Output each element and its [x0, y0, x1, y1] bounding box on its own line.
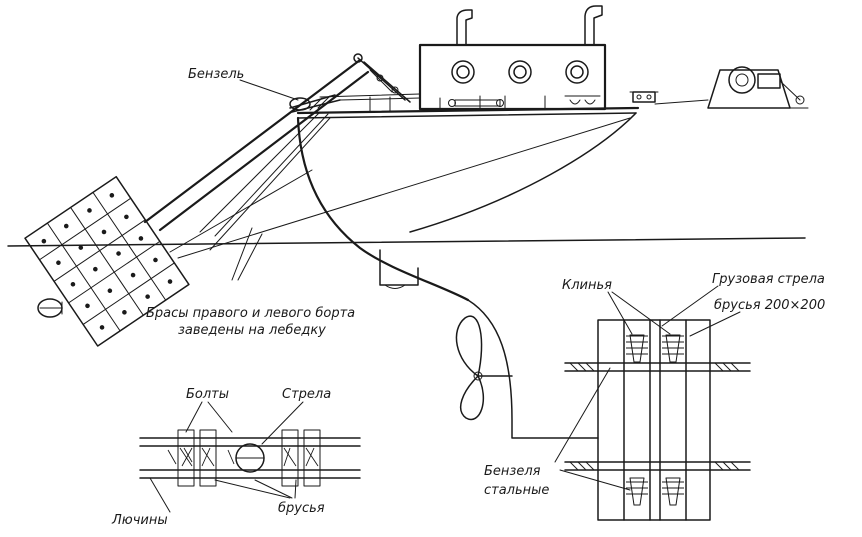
benzel-leader: [239, 79, 299, 101]
label-brusya-small: брусья: [278, 501, 325, 516]
label-cargo-boom: Грузовая стрела: [712, 272, 825, 287]
label-bolts: Болты: [186, 387, 229, 402]
label-braces-line2: заведены на лебедку: [178, 323, 326, 338]
label-benzelya-line2: стальные: [484, 483, 549, 498]
cargo-grate: [24, 175, 190, 347]
deckhouse: [418, 43, 607, 111]
label-benzel: Бензель: [188, 67, 244, 82]
label-boom: Стрела: [282, 387, 331, 402]
waterline: [7, 237, 806, 247]
label-lyuchiny: Лючины: [111, 513, 168, 528]
label-brusya-size: брусья 200×200: [714, 298, 825, 313]
propeller: [455, 315, 513, 421]
boom-clamp-detail: [139, 401, 361, 513]
label-benzelya-line1: Бензеля: [484, 464, 541, 479]
cargo-boom: [143, 53, 421, 237]
funnel-forward: [456, 9, 473, 46]
steel-benzel-detail: [554, 285, 751, 521]
funnel-aft: [584, 5, 603, 46]
label-braces-line1: Брасы правого и левого борта: [146, 306, 355, 321]
label-wedges: Клинья: [562, 278, 612, 293]
deck-fittings: [319, 91, 659, 113]
brace-lines: [169, 117, 631, 281]
winch: [654, 66, 809, 109]
